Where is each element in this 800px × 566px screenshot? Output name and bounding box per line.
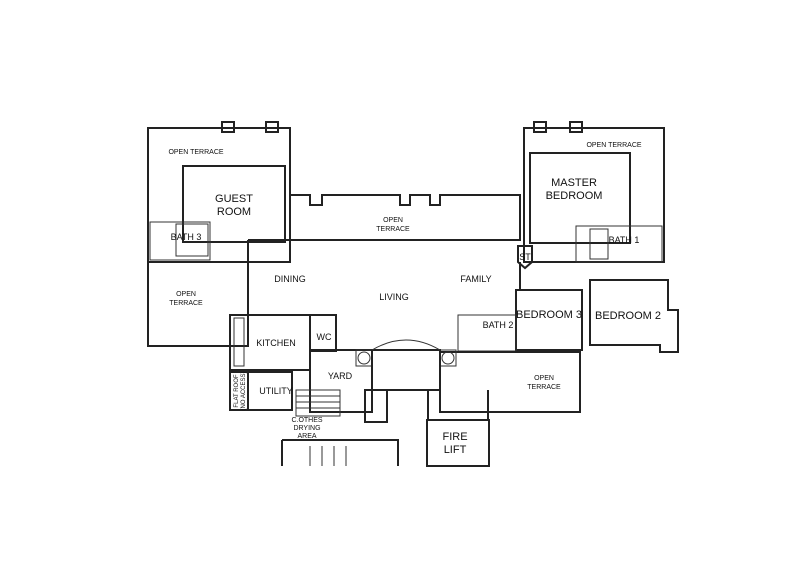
label-bath-1: BATH 1 bbox=[609, 235, 640, 245]
label-wc: WC bbox=[317, 332, 332, 342]
label-store: ST bbox=[519, 252, 531, 262]
label-yard: YARD bbox=[328, 371, 353, 381]
label-kitchen: KITCHEN bbox=[256, 338, 296, 348]
label-open-terrace-top-left: OPEN TERRACE bbox=[168, 149, 223, 156]
label-bedroom-2: BEDROOM 2 bbox=[595, 310, 661, 322]
label-bath-2: BATH 2 bbox=[483, 320, 514, 330]
label-family: FAMILY bbox=[460, 274, 491, 284]
walls bbox=[147, 121, 679, 467]
label-bath-3: BATH 3 bbox=[171, 232, 202, 242]
label-living: LIVING bbox=[379, 292, 409, 302]
label-dining: DINING bbox=[274, 274, 306, 284]
label-flat-roof: FLAT ROOF(NO ACCESS) bbox=[234, 371, 247, 410]
label-utility: UTILITY bbox=[259, 386, 293, 396]
label-bedroom-3: BEDROOM 3 bbox=[516, 309, 582, 321]
label-open-terrace-top-right: OPEN TERRACE bbox=[586, 142, 641, 149]
